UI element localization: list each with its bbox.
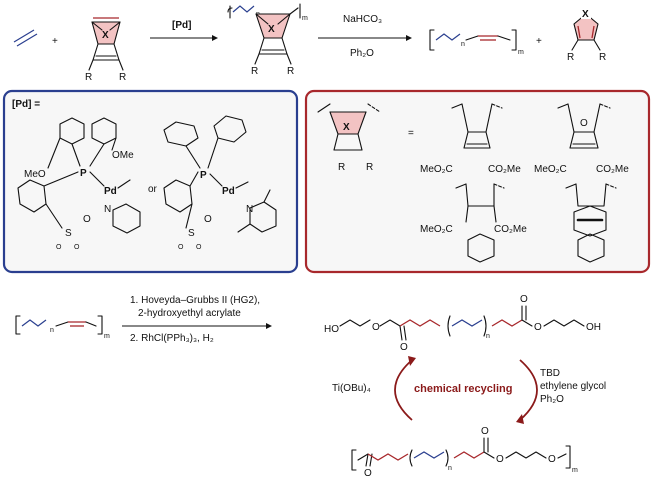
- co2me-2: CO₂Me: [596, 164, 629, 175]
- o-atom-2: O: [204, 214, 212, 225]
- monomer-box: X R R = MeO₂C CO₂Me O: [304, 89, 651, 274]
- poly-n: n: [448, 465, 452, 472]
- ester-o-left: O: [372, 322, 380, 333]
- generic-unit: X R R =: [317, 103, 414, 173]
- ester-norbornene-unit: MeO₂C CO₂Me: [420, 103, 521, 175]
- product-r-left: R: [567, 52, 574, 63]
- copolymer-r-right: R: [287, 66, 294, 77]
- catalyst-label: [Pd]: [172, 20, 191, 31]
- poly-carbonyl-o-right: O: [481, 426, 489, 437]
- ethylene: [13, 29, 38, 47]
- start-n: n: [50, 327, 54, 334]
- pe-m: m: [518, 49, 524, 56]
- oh-label: OH: [586, 322, 601, 333]
- so-o-2b: O: [196, 244, 202, 251]
- unit-r-right: R: [366, 162, 373, 173]
- co2me-3: CO₂Me: [494, 224, 527, 235]
- pd-catalyst-aryl: MeO OMe P Pd N O S O O: [17, 117, 141, 251]
- pe-n: n: [461, 41, 465, 48]
- poly-ester-o: O: [496, 454, 504, 465]
- copolymer: n X R R m: [227, 3, 308, 77]
- ho-label: HO: [324, 324, 339, 335]
- co2me-1: CO₂Me: [488, 164, 521, 175]
- s-atom-2: S: [188, 228, 195, 239]
- ome-label: OMe: [112, 150, 134, 161]
- r-group-left: R: [85, 72, 92, 83]
- poly-m: m: [572, 467, 578, 474]
- pd-atom-1: Pd: [104, 186, 117, 197]
- start-m: m: [104, 333, 110, 340]
- poly-carbonyl-o-left: O: [364, 468, 372, 478]
- o-atom-1: O: [83, 214, 91, 225]
- poly-ether-o: O: [548, 454, 556, 465]
- arrow-rome: NaHCO₃ Ph₂O: [318, 14, 412, 59]
- or-text: or: [148, 184, 158, 195]
- heterocycle-product: X R R: [567, 8, 606, 63]
- ester-o-right: O: [534, 322, 542, 333]
- meo-label: MeO: [24, 169, 46, 180]
- recycle-label: chemical recycling: [414, 383, 512, 395]
- meo2c-3: MeO₂C: [420, 224, 453, 235]
- unit-r-left: R: [338, 162, 345, 173]
- starting-polymer: n m: [15, 315, 110, 340]
- o-bridge: O: [580, 118, 588, 129]
- so-o-1a: O: [56, 244, 62, 251]
- copolymer-m: m: [302, 15, 308, 22]
- recycling-cycle: chemical recycling Ti(OBu)₄ TBD ethylene…: [332, 356, 606, 424]
- plus-sign-1: +: [52, 36, 58, 47]
- x-atom: X: [102, 30, 109, 41]
- meo2c-2: MeO₂C: [534, 164, 567, 175]
- ph2o-reagent: Ph₂O: [540, 394, 564, 405]
- pd-catalyst-cyclohexyl: P Pd N O S O O: [163, 115, 277, 251]
- step-2: 2. RhCl(PPh₃)₃, H₂: [130, 333, 214, 344]
- pd-atom-2: Pd: [222, 186, 235, 197]
- unsaturated-polyethylene: n m: [429, 29, 524, 56]
- arrow-copolymerization: [Pd]: [150, 20, 218, 41]
- product-x: X: [582, 9, 589, 20]
- p-atom-2: P: [200, 170, 207, 181]
- diol-n: n: [486, 333, 490, 340]
- tbd-reagent: TBD: [540, 368, 560, 379]
- copolymer-x: X: [268, 24, 275, 35]
- plus-sign-2: +: [536, 36, 542, 47]
- ethylene-glycol: ethylene glycol: [540, 381, 606, 392]
- aromatic-ester-unit: MeO₂C CO₂Me: [420, 183, 527, 263]
- copolymer-r-left: R: [251, 66, 258, 77]
- p-atom-1: P: [80, 168, 87, 179]
- equals-sign: =: [408, 128, 414, 139]
- arrow-metathesis: 1. Hoveyda–Grubbs II (HG2), 2-hydroxyeth…: [122, 295, 272, 344]
- carbonyl-o-left: O: [400, 342, 408, 353]
- meo2c-1: MeO₂C: [420, 164, 453, 175]
- triptycene-unit: [565, 183, 617, 263]
- catalyst-box-title: [Pd] =: [12, 99, 40, 110]
- step-1-line-1: 1. Hoveyda–Grubbs II (HG2),: [130, 295, 260, 306]
- step-1-line-2: 2-hydroxyethyl acrylate: [138, 308, 241, 319]
- reagent-ph2o: Ph₂O: [350, 48, 374, 59]
- ti-reagent: Ti(OBu)₄: [332, 383, 371, 394]
- s-atom-1: S: [65, 228, 72, 239]
- r-group-right: R: [119, 72, 126, 83]
- carbonyl-o-right: O: [520, 294, 528, 305]
- polyester: O n O O O m: [351, 426, 578, 478]
- norbornadiene-monomer: X R R: [85, 17, 126, 83]
- reagent-nahco3: NaHCO₃: [343, 14, 382, 25]
- oxa-norbornene-unit: O MeO₂C CO₂Me: [534, 103, 629, 175]
- so-o-1b: O: [74, 244, 80, 251]
- product-r-right: R: [599, 52, 606, 63]
- n-atom-1: N: [104, 204, 111, 215]
- so-o-2a: O: [178, 244, 184, 251]
- catalyst-box: [Pd] = MeO OMe P Pd N O S O O or: [2, 89, 299, 274]
- unit-x: X: [343, 122, 350, 133]
- telechelic-diol: HO O O n O O OH: [324, 294, 601, 353]
